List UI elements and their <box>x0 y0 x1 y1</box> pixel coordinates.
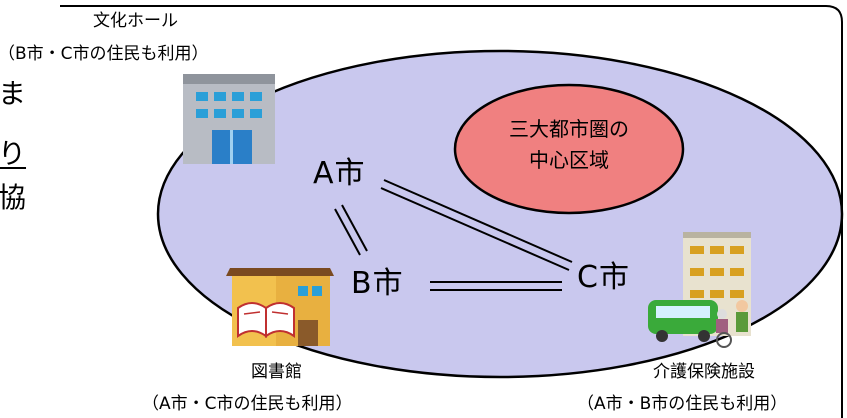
library-building-icon <box>226 268 334 346</box>
side-text-line1: ま <box>0 77 27 110</box>
center-zone-ellipse <box>453 83 685 215</box>
side-text-line2: り <box>0 137 27 170</box>
city-b-label: B市 <box>351 266 404 301</box>
office-building-icon <box>183 74 275 164</box>
link-a-c <box>380 179 573 271</box>
side-text-line3: 協 <box>0 181 27 214</box>
city-a-label: A市 <box>313 156 366 191</box>
culture-hall-label: 文化ホール <box>93 11 178 31</box>
city-c-label: C市 <box>577 260 630 295</box>
link-a-b <box>334 204 368 256</box>
link-b-c <box>430 281 562 291</box>
care-facility-label: 介護保険施設 <box>653 362 755 382</box>
care-facility-note: （A市・B市の住民も利用） <box>577 394 788 414</box>
library-label: 図書館 <box>251 362 302 382</box>
care-facility-icon <box>648 232 751 348</box>
center-zone-label-line2: 中心区域 <box>529 148 609 172</box>
outer-frame <box>60 5 843 418</box>
center-zone-label-line1: 三大都市圏の <box>509 117 629 141</box>
culture-hall-note: （B市・C市の住民も利用） <box>0 44 209 64</box>
library-note: （A市・C市の住民も利用） <box>142 394 353 414</box>
